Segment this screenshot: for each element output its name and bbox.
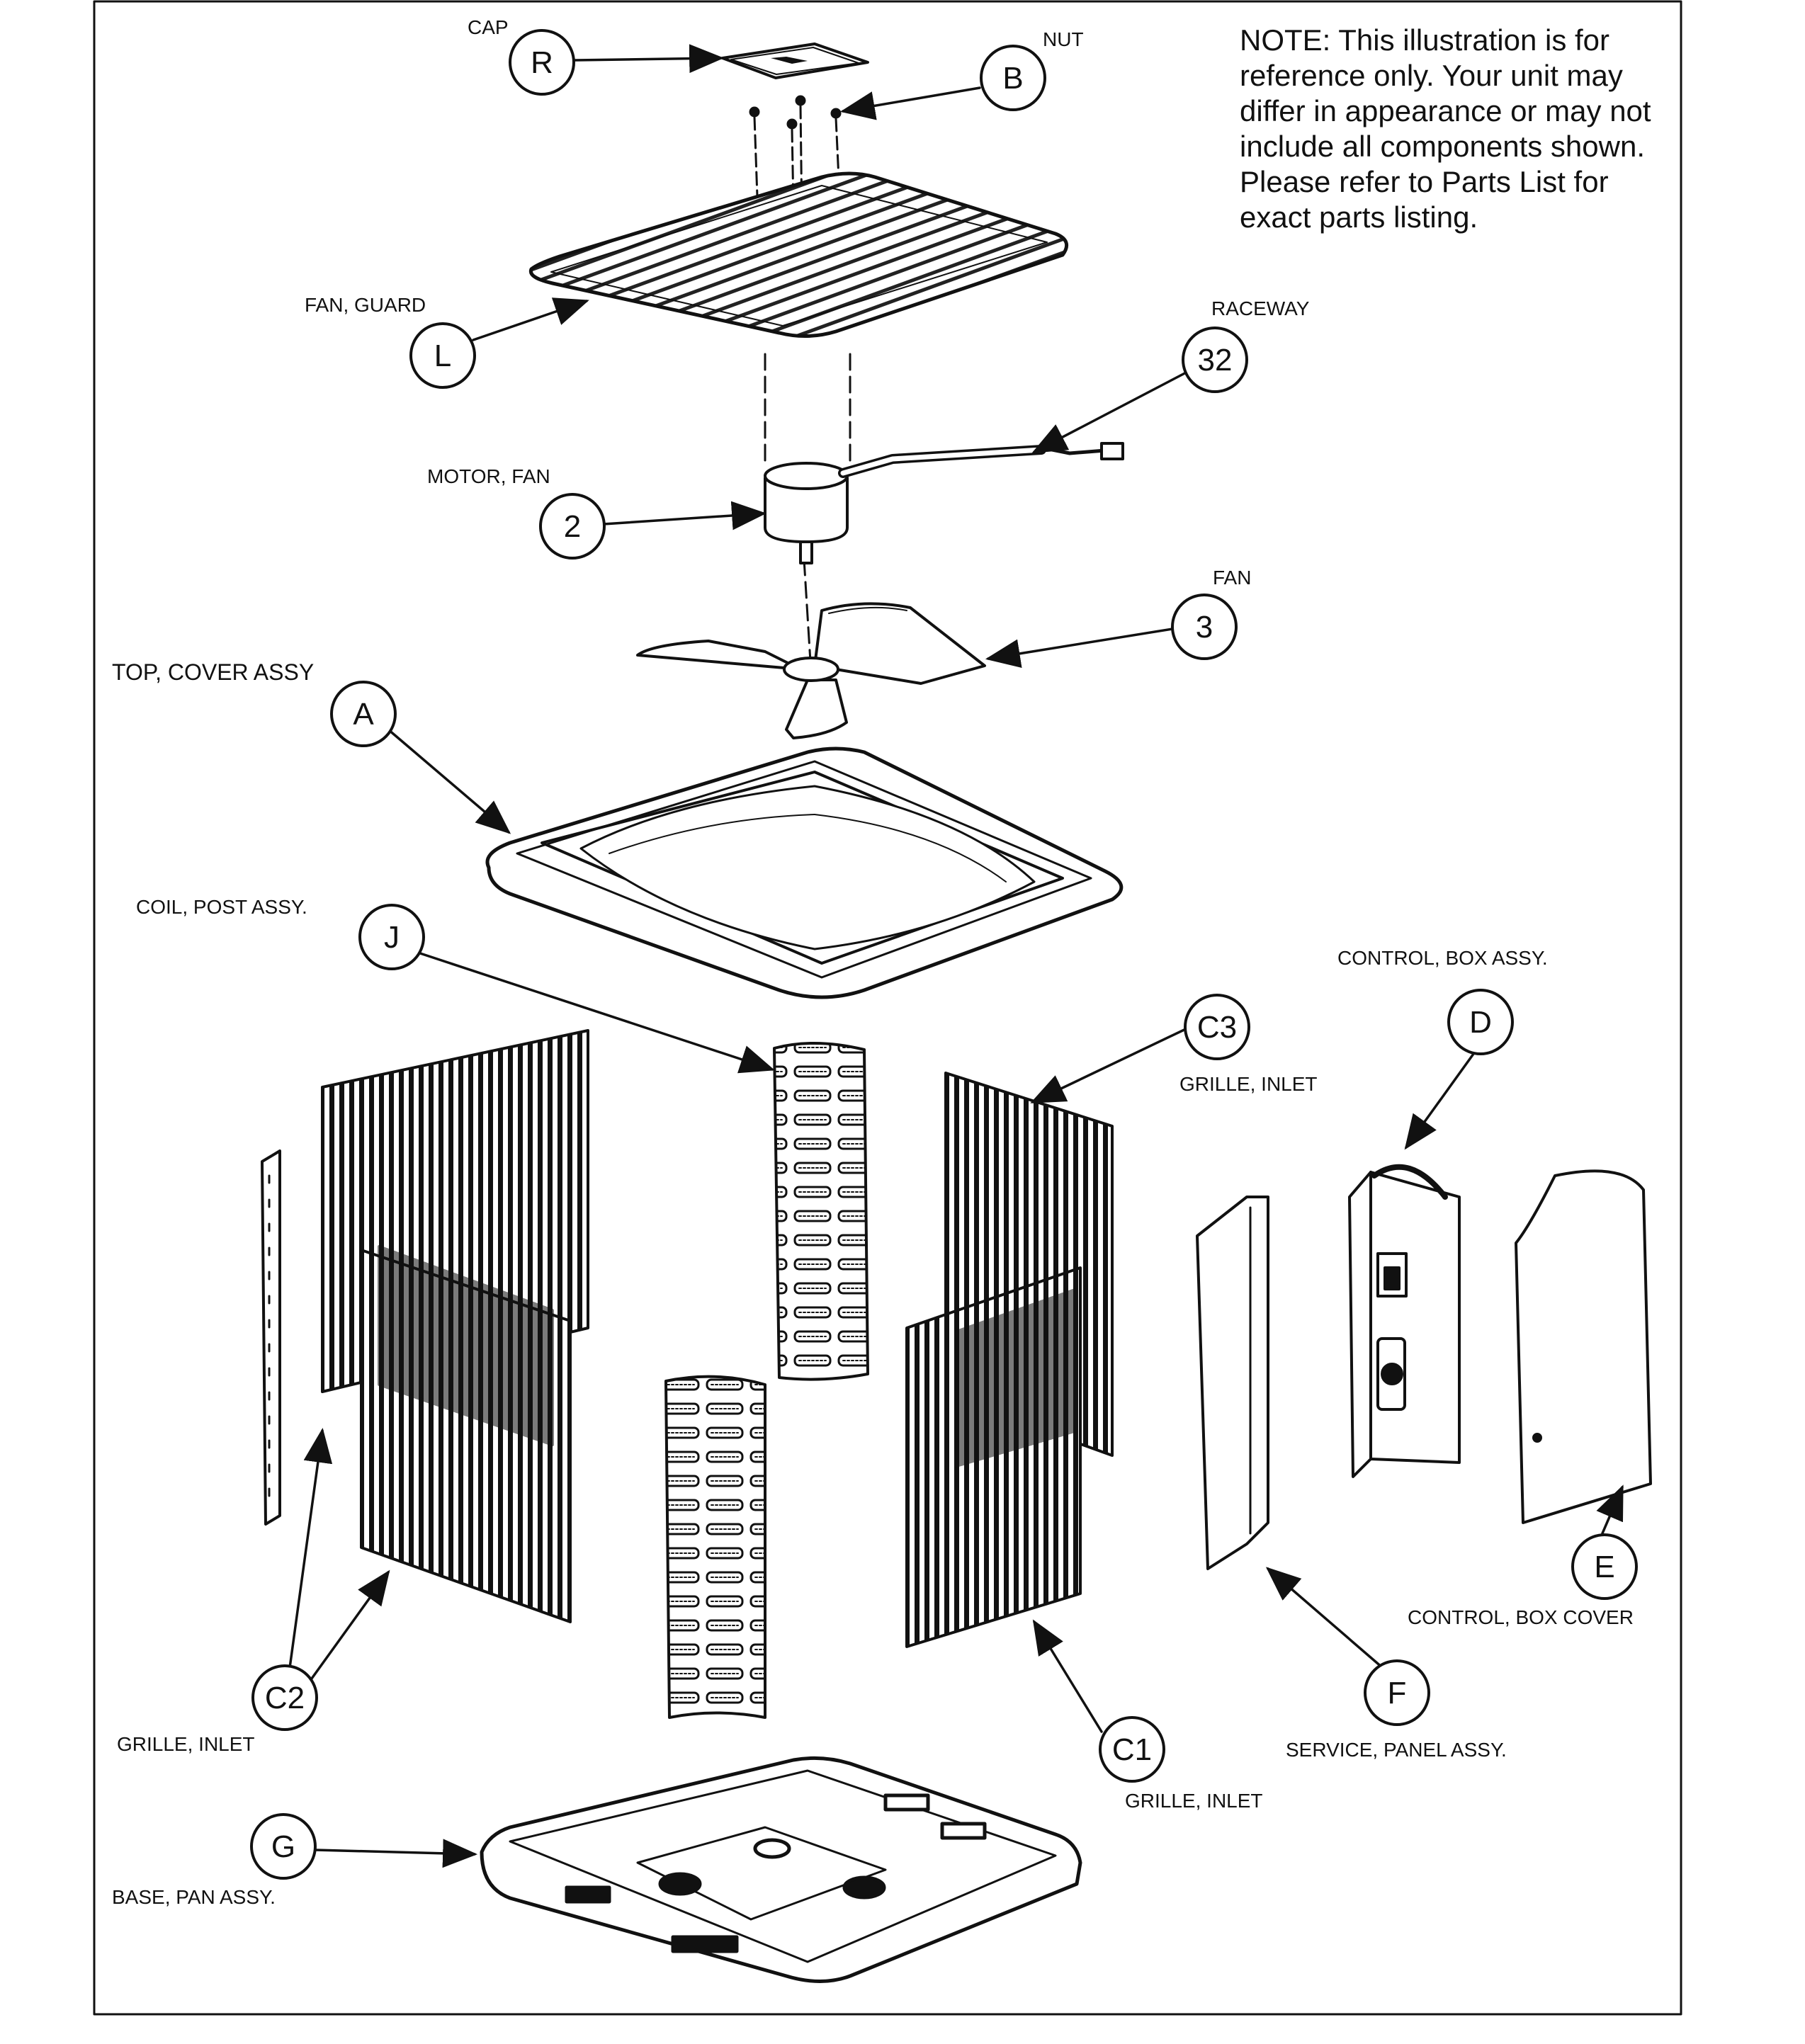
callout-a: A: [330, 681, 397, 747]
callout-c1: C1: [1099, 1716, 1165, 1783]
louver-panel-j: [664, 1042, 869, 1719]
callout-e: E: [1571, 1533, 1638, 1600]
control-box-cover-part: [1515, 1169, 1652, 1524]
callout-c3: C3: [1184, 994, 1250, 1060]
svg-text:B: B: [1002, 61, 1023, 96]
callout-j: J: [358, 904, 425, 970]
page-frame: [93, 0, 1682, 2016]
svg-text:L: L: [434, 339, 451, 373]
leader-lines: [288, 44, 1624, 1868]
label-base-pan: BASE, PAN ASSY.: [112, 1886, 276, 1908]
label-grille-c2: GRILLE, INLET: [117, 1733, 255, 1755]
note-line: differ in appearance or may not: [1240, 94, 1651, 127]
label-grille-c3: GRILLE, INLET: [1179, 1073, 1318, 1095]
fan-guard-part: [528, 171, 1069, 338]
svg-text:F: F: [1388, 1676, 1407, 1710]
note-line: reference only. Your unit may: [1240, 59, 1623, 92]
svg-text:D: D: [1469, 1005, 1492, 1040]
base-pan-part: [480, 1756, 1082, 1983]
note-line: include all components shown.: [1240, 130, 1646, 163]
callout-l: L: [409, 322, 476, 389]
fan-blade-part: [636, 602, 986, 739]
part-labels: CAP NUT FAN, GUARD RACEWAY MOTOR, FAN FA…: [112, 16, 1634, 1908]
label-nut: NUT: [1043, 28, 1084, 50]
label-top-cover: TOP, COVER ASSY: [112, 659, 314, 685]
cap-part: [721, 42, 869, 79]
note-line: NOTE: This illustration is for: [1240, 23, 1610, 57]
callout-r: R: [509, 29, 575, 96]
label-raceway: RACEWAY: [1211, 297, 1310, 319]
svg-text:C3: C3: [1197, 1010, 1237, 1045]
label-service-panel: SERVICE, PANEL ASSY.: [1286, 1739, 1507, 1761]
svg-text:C2: C2: [265, 1681, 305, 1715]
callout-g: G: [250, 1813, 317, 1880]
control-box-part: [1348, 1164, 1461, 1478]
callout-c2: C2: [251, 1664, 318, 1731]
label-motor-fan: MOTOR, FAN: [427, 465, 550, 487]
svg-text:A: A: [353, 697, 374, 732]
svg-text:C1: C1: [1112, 1732, 1152, 1767]
label-control-box: CONTROL, BOX ASSY.: [1337, 947, 1548, 969]
note-line: Please refer to Parts List for: [1240, 165, 1609, 198]
motor-part: [764, 442, 1124, 564]
label-cap: CAP: [468, 16, 509, 38]
label-fan: FAN: [1213, 567, 1251, 589]
svg-text:G: G: [271, 1829, 295, 1864]
callout-f: F: [1364, 1659, 1430, 1726]
callout-d: D: [1447, 989, 1514, 1055]
callout-b: B: [980, 45, 1046, 111]
grille-c2-part: [261, 1029, 589, 1623]
grille-c1-c3-part: [905, 1072, 1114, 1648]
label-coil-post: COIL, POST ASSY.: [136, 896, 307, 918]
svg-text:2: 2: [564, 509, 581, 544]
svg-text:R: R: [531, 45, 553, 80]
label-fan-guard: FAN, GUARD: [305, 294, 426, 316]
top-cover-part: [485, 746, 1124, 999]
svg-text:E: E: [1594, 1550, 1614, 1584]
callout-32: 32: [1182, 327, 1248, 393]
label-grille-c1: GRILLE, INLET: [1125, 1790, 1263, 1812]
callout-3: 3: [1171, 594, 1238, 660]
service-panel-part: [1196, 1196, 1269, 1570]
label-control-box-cover: CONTROL, BOX COVER: [1408, 1606, 1634, 1628]
reference-note: NOTE: This illustration is for reference…: [1240, 23, 1693, 235]
svg-text:32: 32: [1198, 343, 1233, 377]
callout-2: 2: [539, 493, 606, 560]
note-line: exact parts listing.: [1240, 200, 1478, 234]
svg-text:J: J: [384, 920, 400, 955]
svg-text:3: 3: [1196, 610, 1213, 645]
callouts: R B L 32 2 3 A J C3 D E F C2 C1 G: [250, 29, 1638, 1880]
